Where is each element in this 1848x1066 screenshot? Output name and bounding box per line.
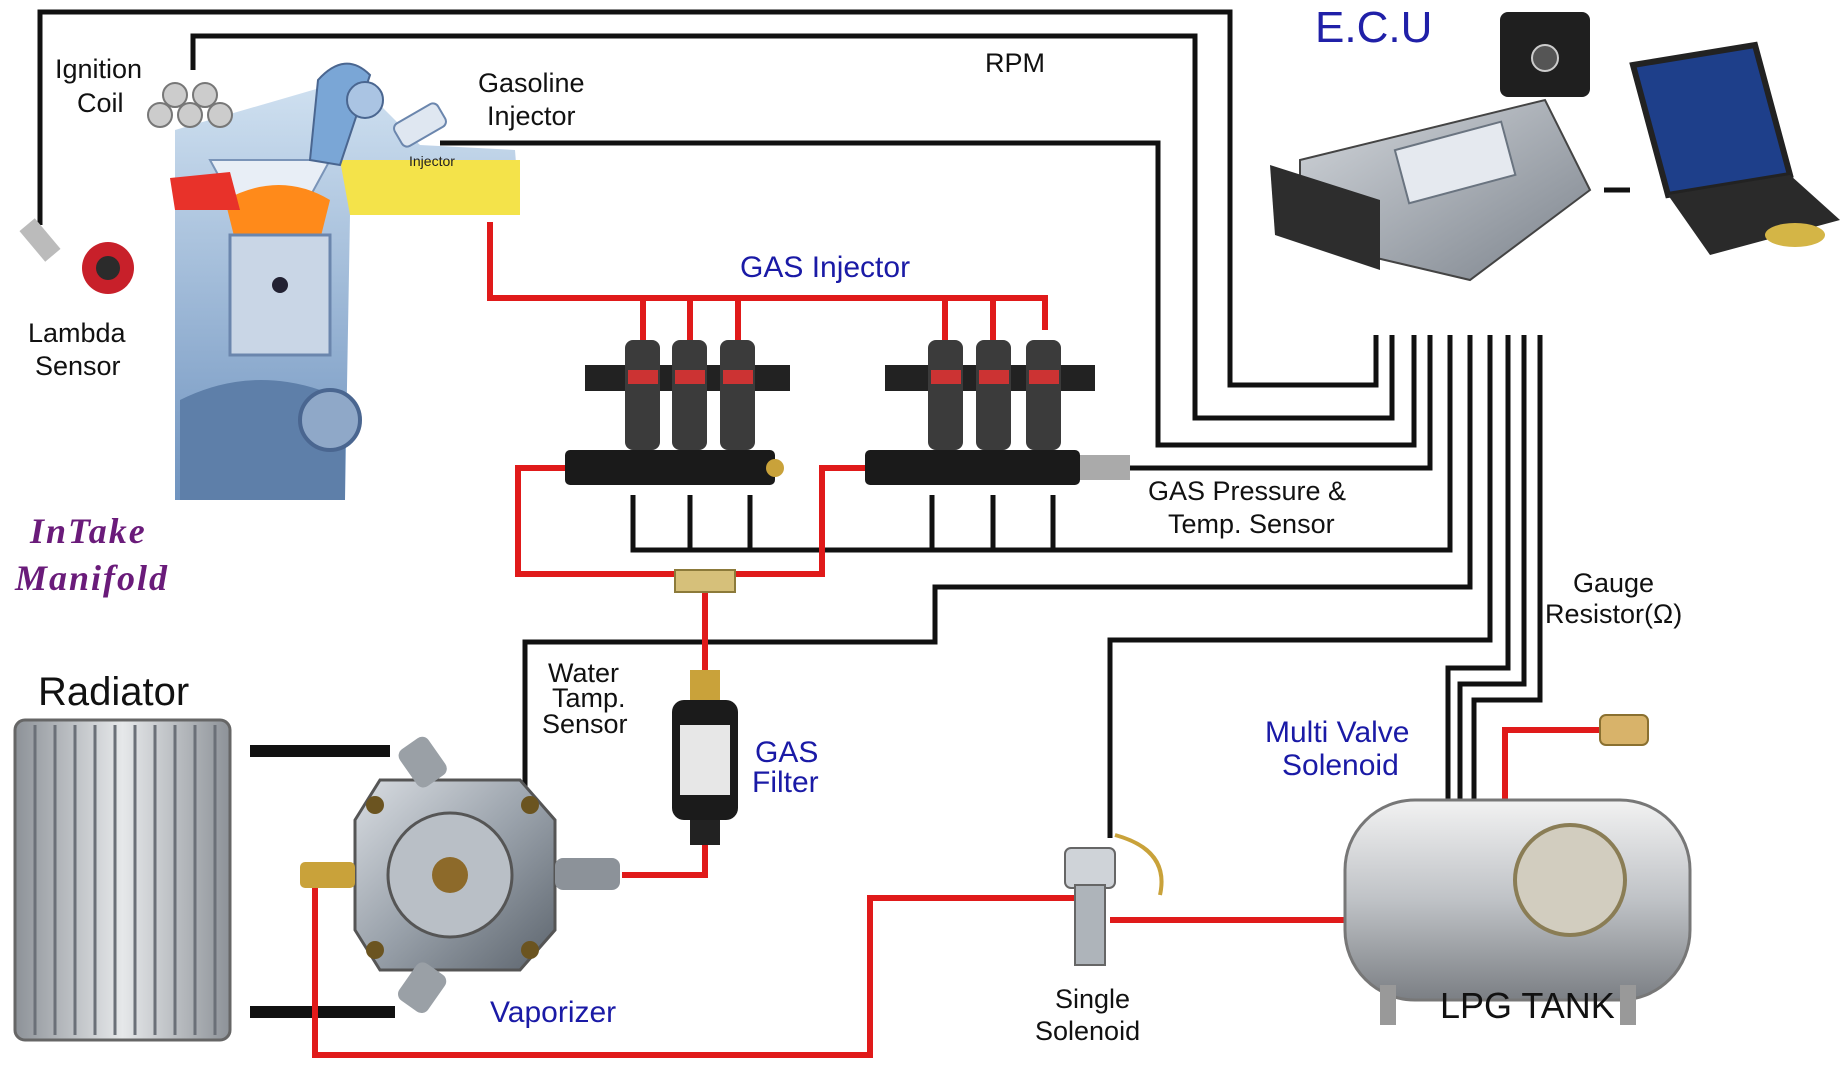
wire-lambda [37,9,1379,388]
lpg-tank-icon [1343,714,1692,1025]
gas-injector-2-band [675,370,705,384]
lpg-tank-label: LPG TANK [1440,985,1615,1026]
gas-line-rail-loop [515,465,865,577]
wire-pressure-sensor [1130,335,1433,471]
gas-line-filter-to-vaporizer [622,840,708,878]
piston [228,233,332,357]
gas-pressure-label-line2: Temp. Sensor [1168,509,1335,539]
lambda-sensor-label-line2: Sensor [35,351,121,381]
gas-injector-6 [1026,340,1061,450]
intake-manifold-label-line2: Manifold [14,558,169,598]
water-temp-label-line2: Tamp. [552,683,626,713]
laptop-icon [1629,41,1840,255]
filler-valve-icon [1599,714,1649,746]
gasoline-injector-label-line1: Gasoline [478,68,585,98]
gas-injector-2 [672,340,707,450]
wire-gauge-resistor [1471,335,1543,870]
gas-injector-4 [928,340,963,450]
wire-water-temp [522,335,1473,790]
radiator-icon [13,718,232,1042]
rpm-label: RPM [985,48,1045,78]
lambda-sensor-label-line1: Lambda [28,318,127,348]
water-temp-label-line3: Sensor [542,709,628,739]
gauge-resistor-label-line1: Gauge [1573,568,1654,598]
t-connector [674,569,736,593]
switch-panel-icon [1500,12,1590,97]
signal-wires [37,9,1630,1018]
gas-injector-label: GAS Injector [740,251,910,284]
pressure-temp-sensor-icon [1080,455,1130,480]
wire-single-solenoid [1107,335,1493,838]
radiator-label: Radiator [38,670,189,714]
ecu-unit-icon [1270,98,1592,282]
gas-line-injectors-to-manifold [487,222,1048,330]
intake-manifold-label-line1: InTake [29,511,147,551]
rail-fitting-left [766,459,784,477]
gas-injector-3 [720,340,755,450]
wire-multi-valve-1 [1445,335,1511,870]
multi-valve-label-line2: Solenoid [1282,749,1399,782]
crankshaft [298,388,362,452]
lambda-sensor-icon [19,218,134,294]
vaporizer-label: Vaporizer [490,996,616,1029]
cd-disc-icon [1765,223,1825,247]
gas-injector-rail-left [565,340,790,485]
multi-valve-label-line1: Multi Valve [1265,716,1410,749]
ignition-coil-icon [147,82,233,128]
engine-illustration [19,62,520,500]
wire-gas-injectors [630,335,1453,553]
gas-injector-1 [625,340,660,450]
gas-injector-5 [976,340,1011,450]
radiator-hose-top [250,745,390,757]
single-solenoid-icon [1064,833,1164,966]
ecu-label: E.C.U [1315,3,1432,52]
gas-line-vaporizer-to-solenoid [312,880,1085,1058]
water-temp-label-line1: Water [548,658,619,688]
cam-icon [346,81,384,119]
vaporizer-icon [300,736,620,1014]
injector-small-label: Injector [409,153,455,169]
gas-injector-4-band [931,370,961,384]
gas-pressure-label-line1: GAS Pressure & [1148,476,1346,506]
rail-body-left [565,450,775,485]
exhaust-port [170,172,240,210]
rail-body-right [865,450,1080,485]
single-solenoid-label-line2: Solenoid [1035,1016,1140,1046]
radiator-hose-bottom [250,1006,395,1018]
single-solenoid-label-line1: Single [1055,984,1130,1014]
intake-runner [340,160,520,215]
combustion-flame [225,185,330,240]
wire-gasoline-injector [440,140,1417,448]
gas-filter-label-line1: GAS [755,736,818,769]
gas-injector-3-band [723,370,753,384]
wire-rpm-ignition [190,33,1395,421]
gauge-resistor-label-line2: Resistor(Ω) [1545,599,1682,629]
wire-multi-valve-2 [1457,335,1527,870]
ignition-coil-label-line1: Ignition [55,54,142,84]
gas-injector-5-band [979,370,1009,384]
gas-filter-label-line2: Filter [752,766,819,799]
piston-pin [272,277,288,293]
multi-valve-icon [1513,823,1627,937]
ignition-coil-label-line2: Coil [77,88,124,118]
gasoline-injector-icon [393,102,447,148]
gas-filter-icon [672,670,738,845]
gas-injector-1-band [628,370,658,384]
gas-injector-6-band [1029,370,1059,384]
gas-injector-rail-right [865,340,1130,485]
gasoline-injector-label-line2: Injector [487,101,576,131]
